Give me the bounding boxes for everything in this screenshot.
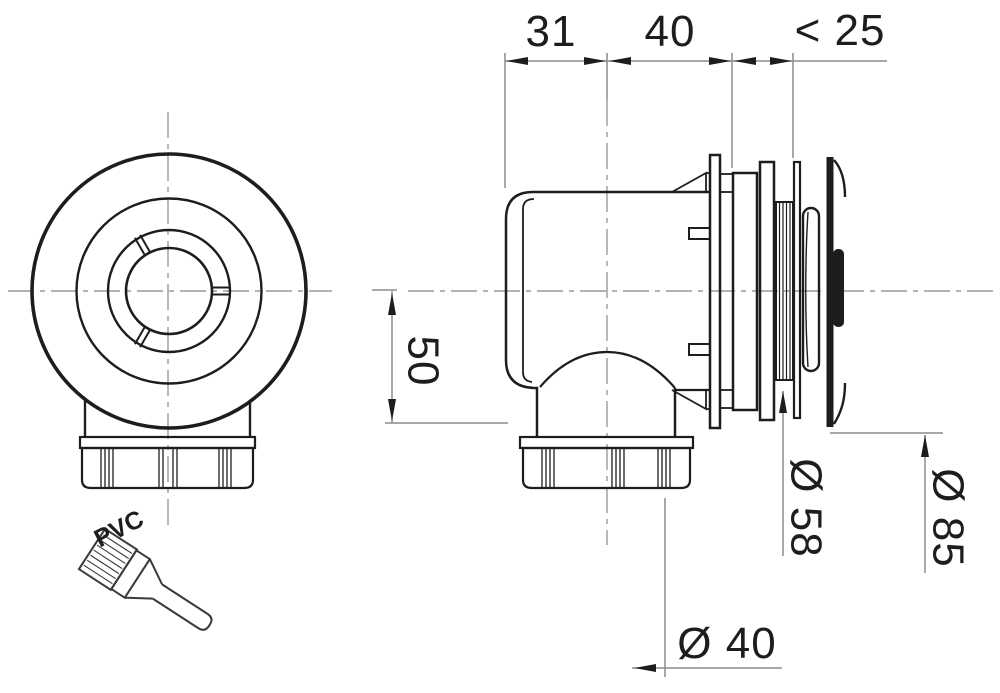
- front-spokes: [134, 234, 231, 348]
- seal-lip: [833, 249, 844, 327]
- dim-flange-diameter: Ø 85: [924, 468, 973, 567]
- bayonet-tab-bottom: [688, 343, 711, 356]
- front-ring-outer-circle: [106, 228, 232, 354]
- dimension-arrows: [388, 57, 929, 672]
- dim-outlet-diameter: Ø 40: [677, 619, 776, 668]
- flange-plate-2: [731, 171, 759, 412]
- wall-flange-dish: [832, 159, 847, 425]
- dim-thread-diameter: Ø 58: [782, 458, 831, 557]
- front-view: [8, 112, 332, 528]
- front-mid-circle: [75, 197, 263, 385]
- flange-plate-4: [792, 160, 802, 420]
- front-bore-circle: [124, 246, 214, 336]
- brush-bristle-hatch: [83, 534, 133, 585]
- dim-drop-height: 50: [399, 336, 448, 387]
- gasket-ring: [801, 206, 821, 373]
- side-centerlines: [408, 100, 993, 545]
- side-body: [504, 171, 710, 437]
- side-nut: [518, 435, 695, 490]
- pvc-brush-icon: [77, 527, 213, 631]
- bayonet-tab-top: [688, 227, 711, 240]
- side-view: [408, 100, 993, 545]
- dimension-lines: [372, 53, 943, 677]
- dim-width-middle: 40: [645, 7, 696, 56]
- front-centerlines: [8, 112, 332, 528]
- dim-width-left: 31: [526, 7, 577, 56]
- front-nut: [78, 400, 257, 490]
- side-nut-knurls: [541, 449, 671, 487]
- front-outer-circle: [30, 152, 308, 430]
- wall-flange: [826, 157, 834, 427]
- dim-width-right: < 25: [795, 6, 886, 55]
- pvc-label: PVC: [90, 505, 149, 553]
- dimension-labels: 31 40 < 25 50 Ø 58 Ø 85 Ø 40: [399, 6, 973, 668]
- front-nut-knurls: [100, 449, 232, 487]
- flange-plate-3: [758, 160, 776, 422]
- side-flange-stack: [688, 153, 847, 430]
- flange-plate-1: [708, 153, 722, 430]
